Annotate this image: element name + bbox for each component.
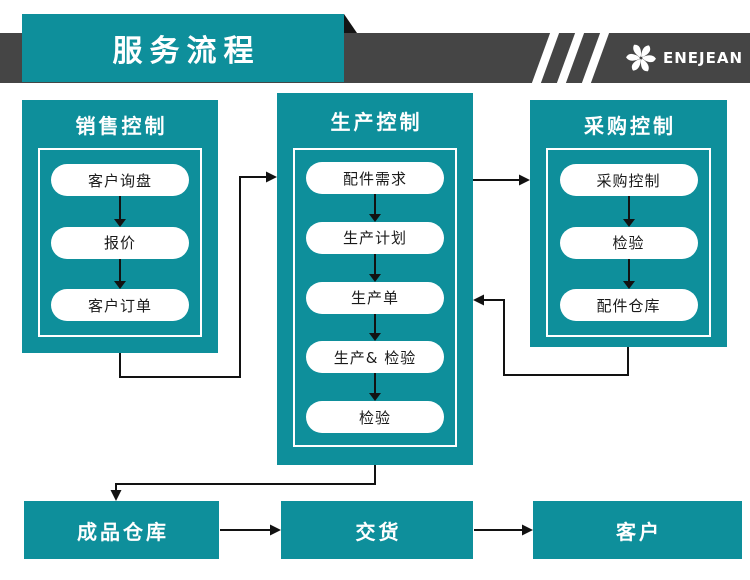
purchasing-control-column: 采购控制 采购控制 检验 配件仓库 [530,100,727,347]
step-label: 检验 [612,234,645,252]
column-title-production: 生产控制 [330,110,423,134]
step-label: 客户订单 [87,296,152,315]
step-pill-customer-inquiry: 客户询盘 [51,164,189,196]
column-title-purchasing: 采购控制 [584,113,676,138]
arrowhead-left-icon [473,294,484,306]
connector-production-to-warehouse [115,465,376,490]
arrowhead-right-icon [270,524,281,536]
down-arrow-icon [369,253,381,282]
step-pill-quotation: 报价 [51,226,189,259]
brand-name: ENEJEAN [663,49,744,67]
step-pill-production-and-inspection: 生产& 检验 [306,341,444,374]
box-label: 客户 [616,519,662,544]
down-arrow-icon [114,258,126,289]
box-label: 成品仓库 [77,519,169,544]
diagonal-stripe-icon [579,33,612,83]
plate-fold-corner [344,14,357,33]
arrowhead-down-icon [110,490,122,501]
down-arrow-icon [369,313,381,342]
page-title: 服务流程 [112,34,261,69]
purchasing-step-list: 采购控制 检验 配件仓库 [546,148,711,337]
step-pill-incoming-inspection: 检验 [559,226,698,259]
down-arrow-icon [622,258,635,289]
sales-control-column: 销售控制 客户询盘 报价 客户订单 [22,100,218,353]
step-pill-parts-demand: 配件需求 [306,162,444,194]
diagonal-stripe-icon [529,33,562,83]
step-pill-customer-order: 客户订单 [51,289,189,321]
page-title-plate: 服务流程 [22,14,344,82]
arrowhead-right-icon [522,524,533,536]
step-label: 检验 [358,408,391,427]
step-pill-production-order: 生产单 [306,281,444,314]
step-label: 生产计划 [342,229,407,248]
sales-step-list: 客户询盘 报价 客户订单 [38,148,202,337]
step-label: 配件仓库 [596,296,661,315]
customer-box: 客户 [533,501,742,559]
step-pill-purchasing-control: 采购控制 [559,164,698,196]
step-pill-parts-warehouse: 配件仓库 [559,289,698,321]
production-step-list: 配件需求 生产计划 生产单 生产& 检验 检验 [293,148,457,447]
brand-logo: ENEJEAN [626,33,743,83]
step-label: 生产& 检验 [333,348,417,367]
column-title-sales: 销售控制 [75,113,168,138]
down-arrow-icon [369,194,381,222]
pinwheel-flower-icon [626,44,656,72]
step-pill-inspection: 检验 [306,401,444,433]
step-label: 报价 [103,234,136,252]
delivery-box: 交货 [281,501,473,559]
arrowhead-right-icon [519,174,530,186]
down-arrow-icon [369,373,381,401]
down-arrow-icon [622,196,635,227]
finished-goods-warehouse-box: 成品仓库 [24,501,219,559]
step-label: 生产单 [350,289,399,307]
box-label: 交货 [355,519,402,544]
step-pill-production-plan: 生产计划 [306,221,444,254]
production-control-column: 生产控制 配件需求 生产计划 生产单 生产& 检验 检验 [277,93,473,465]
diagonal-stripe-icon [554,33,587,83]
step-label: 客户询盘 [87,171,152,190]
down-arrow-icon [114,196,126,227]
step-label: 采购控制 [596,171,661,190]
step-label: 配件需求 [342,169,407,188]
arrowhead-right-icon [266,171,277,183]
